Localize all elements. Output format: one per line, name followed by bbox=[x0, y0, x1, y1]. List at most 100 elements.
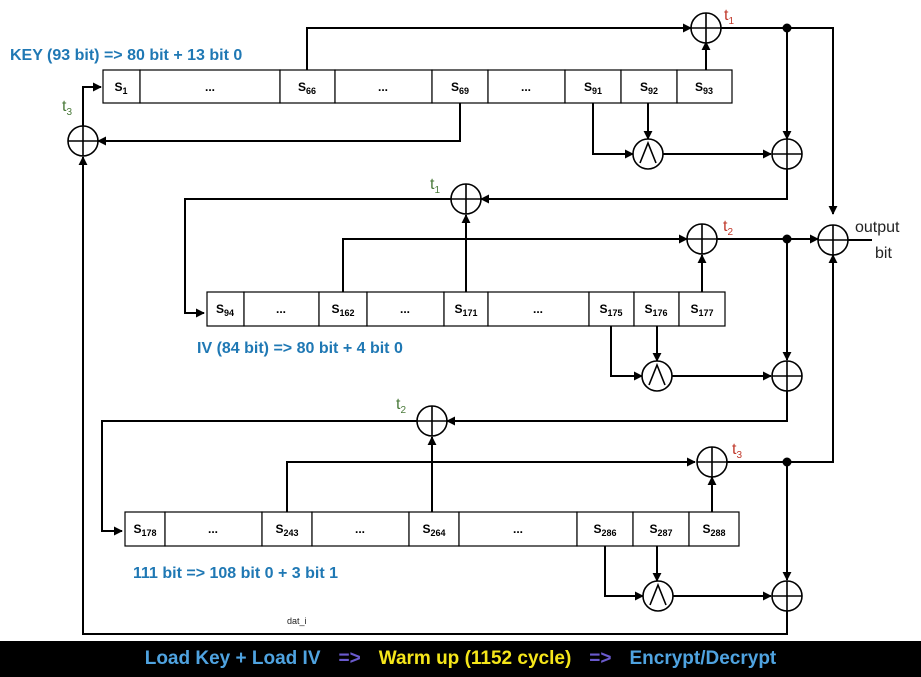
and-gate-a bbox=[632, 138, 664, 170]
cell-label-ellipsis: ... bbox=[533, 302, 543, 316]
output-label-line1: output bbox=[855, 219, 900, 236]
register-cell bbox=[431, 69, 489, 104]
xor-gate-t3-feedback bbox=[771, 580, 803, 612]
register-cell bbox=[620, 69, 678, 104]
wire-t3-to-register-a bbox=[78, 156, 788, 635]
key-note: KEY (93 bit) => 80 bit + 13 bit 0 bbox=[10, 47, 242, 64]
register-cell bbox=[688, 511, 740, 547]
register-cell bbox=[564, 69, 622, 104]
register-a: S1 ... S66 ... S69 ... S91 S92 S93 bbox=[102, 69, 733, 104]
cell-label-ellipsis: ... bbox=[521, 80, 531, 94]
register-cell bbox=[318, 291, 368, 327]
wire-xor-t1-to-register-b bbox=[184, 198, 451, 318]
tap-label-t1-input: t1 bbox=[430, 176, 440, 196]
register-cell bbox=[487, 291, 590, 327]
junction-dots bbox=[782, 23, 792, 467]
and-gate-c bbox=[642, 580, 674, 612]
cell-label-s176: S176 bbox=[644, 302, 667, 318]
wires bbox=[78, 23, 872, 635]
xor-gate-output bbox=[817, 224, 849, 256]
output-label-line2: bit bbox=[875, 245, 892, 262]
register-cell bbox=[334, 69, 433, 104]
cell-label-s178: S178 bbox=[133, 522, 156, 538]
register-b: S94 ... S162 ... S171 ... S175 S176 S177 bbox=[206, 291, 726, 327]
tap-label-t3-output: t3 bbox=[732, 441, 742, 461]
wire-s91-to-and-a bbox=[592, 103, 634, 159]
xor-gate-t2-output bbox=[686, 223, 718, 255]
cell-label-s243: S243 bbox=[275, 522, 298, 538]
footer-step-encrypt: Encrypt/Decrypt bbox=[629, 648, 777, 669]
register-cell bbox=[632, 511, 690, 547]
junction-dot bbox=[782, 234, 792, 244]
register-cell bbox=[676, 69, 733, 104]
xor-gate-t2-input bbox=[416, 405, 448, 437]
footer-arrow: => bbox=[338, 648, 361, 669]
register-cell bbox=[102, 69, 141, 104]
wire-xor-t2-to-register-c bbox=[101, 420, 417, 536]
iv-note: IV (84 bit) => 80 bit + 4 bit 0 bbox=[197, 340, 403, 357]
wire-xor-t3-to-register-a bbox=[82, 82, 102, 126]
tap-label-t2-input: t2 bbox=[396, 396, 406, 416]
wire-s243-to-xor-t3 bbox=[286, 457, 696, 512]
wire-t3-out bbox=[727, 254, 838, 463]
xor-gate-t1-output bbox=[690, 12, 722, 44]
tap-label-t2-output: t2 bbox=[723, 218, 733, 238]
wire-s69-to-xor-t3 bbox=[97, 103, 461, 146]
register-c: S178 ... S243 ... S264 ... S286 S287 S28… bbox=[124, 511, 740, 547]
register-cell bbox=[678, 291, 726, 327]
register-cell bbox=[408, 511, 460, 547]
register-cell bbox=[243, 291, 320, 327]
footer-bar: Load Key + Load IV => Warm up (1152 cycl… bbox=[0, 641, 921, 677]
cell-label-ellipsis: ... bbox=[208, 522, 218, 536]
wire-s162-to-xor-t2 bbox=[342, 234, 688, 292]
cell-label-s94: S94 bbox=[216, 302, 234, 318]
xor-gate-t2-feedback bbox=[771, 360, 803, 392]
register-cell bbox=[443, 291, 489, 327]
third-register-note: 111 bit => 108 bit 0 + 3 bit 1 bbox=[133, 565, 338, 582]
cell-label-ellipsis: ... bbox=[205, 80, 215, 94]
junction-dot bbox=[782, 23, 792, 33]
register-cell bbox=[206, 291, 245, 327]
wire-s66-to-xor-t1 bbox=[306, 23, 692, 70]
wire-s175-to-and-b bbox=[610, 326, 643, 381]
trivium-diagram: S1 ... S66 ... S69 ... S91 S92 S93 S94 .… bbox=[10, 7, 900, 635]
cell-label-ellipsis: ... bbox=[276, 302, 286, 316]
xor-gate-t1-input bbox=[450, 183, 482, 215]
register-cell bbox=[633, 291, 680, 327]
cell-label-s177: S177 bbox=[690, 302, 713, 318]
cell-label-s91: S91 bbox=[584, 80, 602, 96]
wire-t1-out bbox=[721, 27, 838, 215]
tap-label-t1-output: t1 bbox=[724, 7, 734, 27]
cell-label-s288: S288 bbox=[702, 522, 725, 538]
xor-gate-t3-input bbox=[67, 125, 99, 157]
cell-label-s264: S264 bbox=[422, 522, 445, 538]
register-cell bbox=[576, 511, 634, 547]
cell-label-s92: S92 bbox=[640, 80, 658, 96]
xor-gate-t1-feedback bbox=[771, 138, 803, 170]
cell-label-s1: S1 bbox=[114, 80, 127, 96]
xor-gate-t3-output bbox=[696, 446, 728, 478]
cell-label-s69: S69 bbox=[451, 80, 469, 96]
cell-label-s93: S93 bbox=[695, 80, 713, 96]
register-cell bbox=[279, 69, 336, 104]
wire-t2-to-register-c bbox=[446, 391, 788, 426]
wire-t1-to-register-b bbox=[480, 169, 788, 204]
cell-label-s286: S286 bbox=[593, 522, 616, 538]
tap-label-t3-input: t3 bbox=[62, 98, 72, 118]
cell-label-ellipsis: ... bbox=[400, 302, 410, 316]
footer-step-warmup: Warm up (1152 cycle) bbox=[378, 648, 572, 669]
register-cell bbox=[124, 511, 166, 547]
cell-label-ellipsis: ... bbox=[355, 522, 365, 536]
register-cell bbox=[139, 69, 281, 104]
cell-label-s287: S287 bbox=[649, 522, 672, 538]
and-gate-b bbox=[641, 360, 673, 392]
signal-label: dat_i bbox=[287, 616, 307, 626]
cell-label-s66: S66 bbox=[298, 80, 316, 96]
cell-label-s171: S171 bbox=[454, 302, 477, 318]
footer-step-load: Load Key + Load IV bbox=[144, 648, 321, 669]
cell-label-s175: S175 bbox=[599, 302, 622, 318]
cell-label-ellipsis: ... bbox=[378, 80, 388, 94]
footer-arrow: => bbox=[589, 648, 612, 669]
register-cell bbox=[261, 511, 313, 547]
register-cell bbox=[164, 511, 263, 547]
